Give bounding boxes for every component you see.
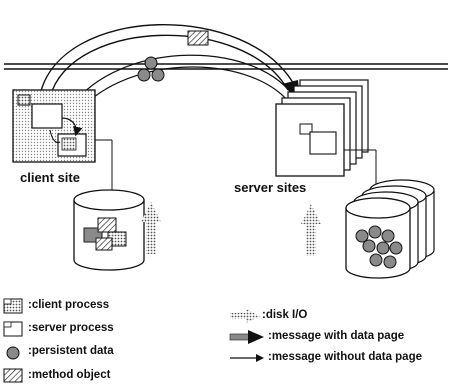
server-disks bbox=[345, 179, 435, 279]
legend-server-process-label: :server process bbox=[28, 322, 114, 334]
legend-plain-message-label: :message without data page bbox=[268, 351, 423, 363]
server-sites-node bbox=[275, 79, 377, 185]
legend-method-object-label: :method object bbox=[28, 369, 111, 381]
legend-method-object-icon bbox=[3, 368, 23, 383]
legend-disk-io-arrow-icon bbox=[230, 309, 260, 323]
message-arc-client-to-server bbox=[39, 24, 300, 100]
legend-data-page-message-arrow-icon bbox=[229, 330, 264, 344]
message-arc-server-to-client bbox=[64, 54, 297, 120]
client-disk bbox=[73, 189, 145, 271]
client-site-label: client site bbox=[20, 170, 80, 185]
legend-server-process-icon bbox=[3, 321, 23, 337]
method-object-in-transit bbox=[187, 30, 209, 46]
legend-client-process-label: :client process bbox=[28, 299, 110, 311]
server-sites-label: server sites bbox=[234, 180, 307, 195]
persistent-data-in-transit bbox=[137, 56, 165, 82]
server-disk-io-arrow bbox=[301, 204, 321, 256]
client-site-node bbox=[12, 89, 113, 195]
legend-disk-io-label: :disk I/O bbox=[262, 309, 308, 321]
legend-data-page-message-label: :message with data page bbox=[268, 330, 405, 342]
legend-client-process-icon bbox=[3, 298, 23, 314]
client-disk-io-arrow bbox=[141, 202, 161, 254]
network-line bbox=[4, 63, 448, 70]
persistent-data-on-server-disk bbox=[355, 225, 403, 269]
legend-plain-message-arrow-icon bbox=[230, 354, 264, 362]
legend-persistent-data-label: :persistent data bbox=[28, 345, 114, 357]
legend-persistent-data-icon bbox=[6, 346, 20, 360]
